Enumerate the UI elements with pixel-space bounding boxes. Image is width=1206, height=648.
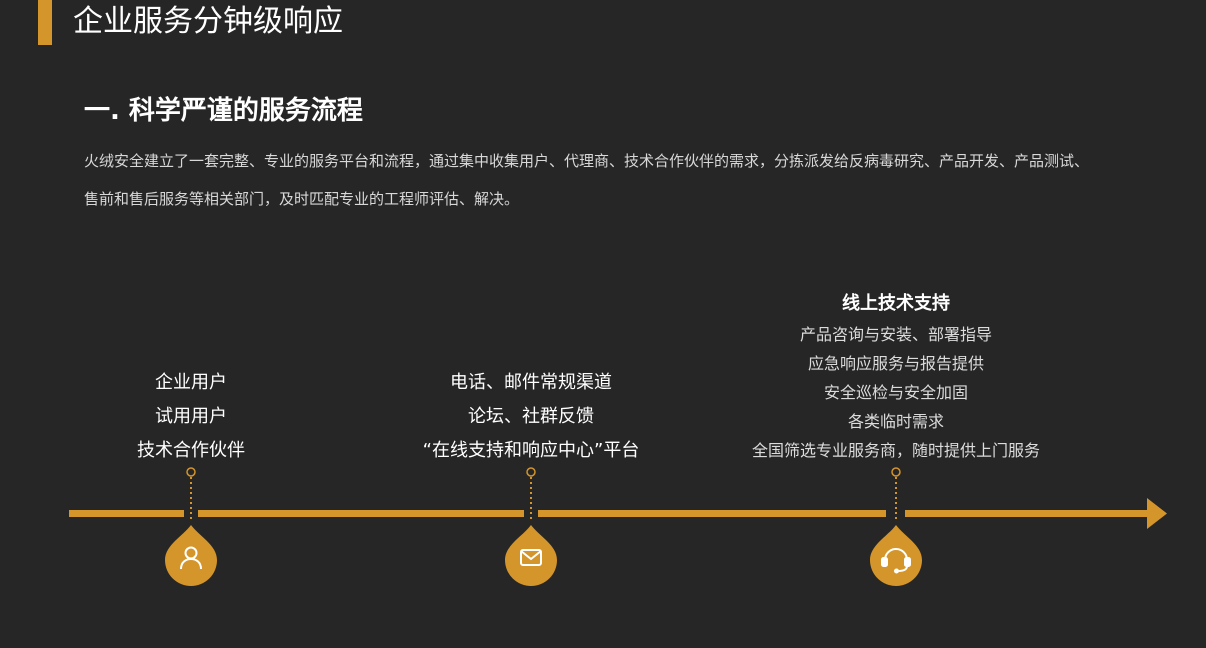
stage-channels-text: 电话、邮件常规渠道 论坛、社群反馈 “在线支持和响应中心”平台: [381, 366, 681, 468]
intro-line: 售前和售后服务等相关部门，及时匹配专业的工程师评估、解决。: [84, 190, 520, 208]
stage-line: 各类临时需求: [847, 412, 944, 431]
stage-line: 产品咨询与安装、部署指导: [799, 325, 992, 344]
stage-line: 论坛、社群反馈: [468, 406, 594, 427]
timeline-bar: [69, 498, 1167, 529]
stage-support-text: 线上技术支持 产品咨询与安装、部署指导 应急响应服务与报告提供 安全巡检与安全加…: [716, 288, 1076, 465]
stage-line: 企业用户: [155, 372, 227, 393]
user-icon: [180, 546, 202, 570]
intro-line: 火绒安全建立了一套完整、专业的服务平台和流程，通过集中收集用户、代理商、技术合作…: [84, 152, 1090, 170]
page-title: 企业服务分钟级响应: [73, 4, 343, 39]
timeline-node-support: [870, 467, 922, 586]
timeline-node-channels: [505, 467, 557, 586]
stage-line: 安全巡检与安全加固: [823, 383, 968, 402]
intro-paragraph: 火绒安全建立了一套完整、专业的服务平台和流程，通过集中收集用户、代理商、技术合作…: [84, 142, 1164, 218]
stage-line: 应急响应服务与报告提供: [807, 354, 984, 373]
stage-line: 电话、邮件常规渠道: [450, 372, 612, 393]
title-accent-bar: [38, 0, 52, 45]
section-title: 一. 科学严谨的服务流程: [84, 96, 363, 126]
stage-users-text: 企业用户 试用用户 技术合作伙伴: [91, 366, 291, 468]
stage-line: 技术合作伙伴: [137, 440, 245, 461]
stage-line: “在线支持和响应中心”平台: [422, 440, 640, 461]
stage-heading: 线上技术支持: [842, 293, 950, 314]
stage-line: 试用用户: [155, 406, 227, 427]
stage-line: 全国筛选专业服务商，随时提供上门服务: [751, 441, 1040, 460]
arrow-head-icon: [1147, 498, 1167, 529]
mail-icon: [520, 549, 542, 566]
headset-icon: [881, 548, 911, 574]
timeline-node-users: [165, 467, 217, 586]
